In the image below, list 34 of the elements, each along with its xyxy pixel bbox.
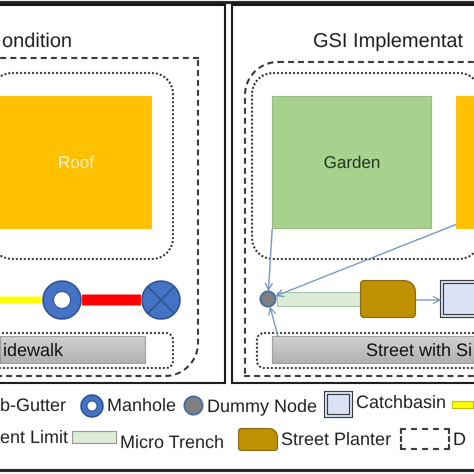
street-strip: Street with Si — [272, 336, 474, 364]
catchbasin — [440, 280, 474, 318]
garden-block: Garden — [272, 96, 432, 229]
panel-title: GSI Implementat — [313, 30, 464, 53]
street-planter — [360, 280, 416, 318]
legend-label: Micro Trench — [120, 432, 224, 453]
legend-label: b-Gutter — [0, 395, 66, 416]
legend-label: ent Limit — [0, 427, 68, 448]
outlet-symbol — [141, 280, 181, 320]
flow-arrow — [268, 307, 278, 336]
panel-title: ondition — [2, 30, 72, 53]
micro-trench — [277, 292, 361, 307]
legend-label: Manhole — [107, 395, 176, 416]
sidewalk-outline — [0, 332, 174, 369]
flow-arrow — [264, 228, 274, 291]
panel — [231, 4, 474, 384]
dummy-node-symbol — [259, 290, 277, 308]
street-outline — [256, 332, 474, 369]
pipe — [0, 296, 42, 304]
flow-arrow — [276, 224, 456, 297]
pipe — [82, 294, 141, 306]
roof-block: Roof — [0, 96, 152, 229]
legend-label: Street Planter — [281, 429, 392, 450]
drainage-boundary — [0, 57, 199, 377]
legend-label: Catchbasin — [356, 392, 446, 413]
manhole-symbol — [42, 280, 82, 320]
flow-arrow — [416, 296, 441, 304]
panel — [0, 4, 226, 384]
legend-label: D — [453, 429, 466, 450]
parcel-outline — [251, 72, 474, 260]
legend-label: Dummy Node — [207, 396, 318, 417]
parcel-outline — [0, 72, 174, 260]
sidewalk-strip: idewalk — [0, 336, 146, 364]
drainage-boundary — [244, 61, 474, 377]
